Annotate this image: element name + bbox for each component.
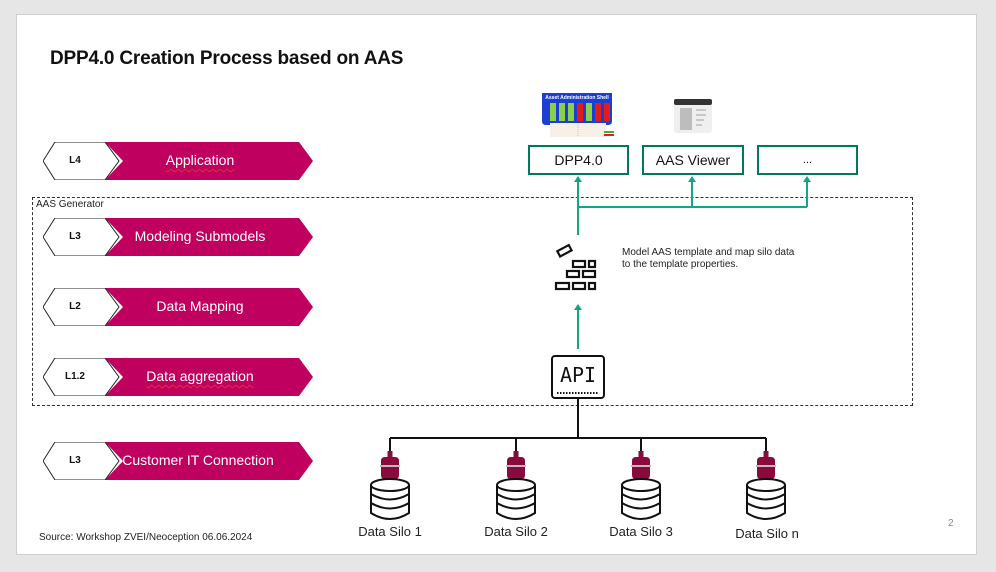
svg-text:Asset Administration Shell: Asset Administration Shell [545, 95, 609, 101]
silo-2-icon [496, 451, 536, 520]
layer-shape [43, 442, 313, 480]
database-icon [621, 478, 661, 520]
silo-label: Data Silo 3 [609, 524, 673, 539]
arrowhead-more [803, 176, 811, 182]
silo-3-icon [621, 451, 661, 520]
page-number: 2 [948, 518, 954, 529]
arrowhead-aas-viewer [688, 176, 696, 182]
silo-label: Data Silo 2 [484, 524, 548, 539]
layer-shape [43, 358, 313, 396]
layer-label: Customer IT Connection [122, 452, 274, 468]
arrowhead-modeling [574, 304, 582, 310]
database-icon [496, 478, 536, 520]
silo-label: Data Silo 1 [358, 524, 422, 539]
layer-code: L1.2 [64, 371, 85, 382]
bricks-icon [554, 243, 597, 291]
connector-lines [389, 176, 811, 452]
layer-customer-it-connection: L3 Customer IT Connection [43, 442, 313, 480]
document-viewer-icon [674, 99, 712, 133]
arrowhead-dpp [574, 176, 582, 182]
title-text: DPP4.0 Creation Process based on AAS [50, 48, 404, 69]
layer-label: Data aggregation [146, 368, 254, 384]
silo-label: Data Silo n [735, 526, 799, 541]
layer-data-aggregation: L1.2 Data aggregation [43, 358, 313, 396]
api-icon [551, 355, 605, 399]
layer-code: L3 [69, 231, 81, 242]
layer-data-mapping: L2 Data Mapping [43, 288, 313, 326]
layer-code: L4 [69, 155, 81, 166]
silo-icons [370, 451, 786, 520]
layer-label: Modeling Submodels [134, 228, 266, 244]
layer-shape [43, 218, 313, 256]
aas-generator-label: AAS Generator [36, 199, 104, 210]
silo-1-icon [370, 451, 410, 520]
database-icon [370, 478, 410, 520]
api-label: API [559, 363, 597, 387]
app-box-dpp[interactable]: DPP4.0 [528, 145, 629, 175]
layer-shape [43, 288, 313, 326]
app-box-aas-viewer[interactable]: AAS Viewer [642, 145, 744, 175]
layer-modeling-submodels: L3 Modeling Submodels [43, 218, 313, 256]
page-title: DPP4.0 Creation Process based on AAS [50, 48, 403, 70]
layer-code: L2 [69, 301, 81, 312]
layer-code: L3 [69, 455, 81, 466]
layer-application: L4 Application [43, 142, 313, 180]
app-box-more[interactable]: ... [757, 145, 858, 175]
slide: DPP4.0 Creation Process based on AAS AAS… [16, 14, 977, 555]
aas-dashboard-icon: Asset Administration Shell [542, 93, 614, 137]
aas-generator-region [32, 197, 913, 406]
silo-4-icon [746, 451, 786, 520]
layer-shape [43, 142, 313, 180]
layer-label: Application [165, 152, 235, 168]
database-icon [746, 478, 786, 520]
layer-label: Data Mapping [156, 298, 244, 314]
modeling-description: Model AAS template and map silo data to … [622, 247, 795, 270]
source-note: Source: Workshop ZVEI/Neoception 06.06.2… [39, 532, 253, 543]
